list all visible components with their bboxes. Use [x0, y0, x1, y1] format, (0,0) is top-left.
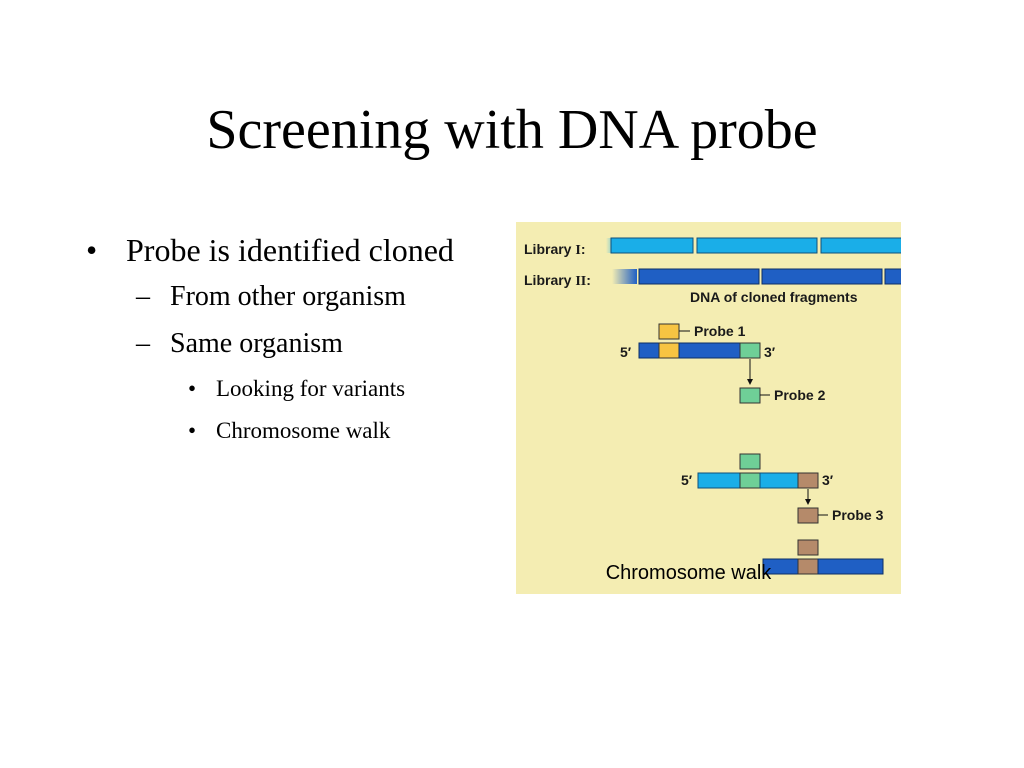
slide-title: Screening with DNA probe: [206, 99, 818, 161]
library-1-fragment: [820, 237, 901, 254]
library-2-fragment: [884, 268, 901, 285]
clone-a-probe-2-site: [739, 342, 761, 359]
bullet-list: • Probe is identified cloned – From othe…: [80, 232, 500, 458]
three-prime-label: 3′: [764, 344, 776, 360]
clone-b-probe-2-site: [739, 472, 761, 489]
probe-3-label: Probe 3: [832, 507, 884, 523]
sub-sub-bullet-item: • Looking for variants: [80, 375, 500, 403]
probe-3-box: [797, 507, 819, 524]
sub-bullet-item: – From other organism: [80, 280, 500, 314]
five-prime-label: 5′: [620, 344, 632, 360]
sub-sub-bullet-text: Chromosome walk: [216, 417, 391, 443]
clone-a-segment: [638, 342, 660, 359]
sub-sub-bullet-text: Looking for variants: [216, 375, 406, 401]
library-1-fragment: [696, 237, 818, 254]
fragments-label: DNA of cloned fragments: [690, 289, 858, 305]
probe-2-hybridizing-box: [739, 453, 761, 470]
clone-b-segment: [759, 472, 799, 489]
bullet-marker: •: [86, 232, 98, 268]
probe-1-label: Probe 1: [694, 323, 746, 339]
library-1-fragment: [610, 237, 694, 254]
probe-3-hybridizing-box: [797, 539, 819, 556]
bullet-item: • Probe is identified cloned: [80, 232, 500, 270]
clone-a-probe-1-site: [658, 342, 680, 359]
probe-2-box: [739, 387, 761, 404]
library-2-fragment: [638, 268, 760, 285]
probe-1-box: [658, 323, 680, 340]
dash-marker: –: [136, 328, 150, 360]
bullet-text: Probe is identified cloned: [126, 232, 454, 268]
dash-marker: –: [136, 280, 150, 312]
five-prime-label: 5′: [681, 472, 693, 488]
sub-sub-bullet-item: • Chromosome walk: [80, 417, 500, 445]
clone-a-segment: [678, 342, 741, 359]
library-2-label: Library II:: [524, 272, 591, 289]
bullet-marker: •: [188, 417, 197, 443]
figure-caption: Chromosome walk: [605, 562, 772, 584]
bullet-marker: •: [188, 375, 197, 401]
clone-c-segment: [817, 558, 884, 575]
library-1-label: Library I:: [524, 241, 585, 258]
chromosome-walk-diagram: Library I: Library II: DNA of cloned fra…: [524, 237, 901, 575]
clone-b-probe-3-site: [797, 472, 819, 489]
sub-bullet-text: From other organism: [170, 280, 406, 312]
library-2-fragment: [761, 268, 883, 285]
sub-bullet-item: – Same organism: [80, 327, 500, 361]
probe-2-label: Probe 2: [774, 387, 826, 403]
sub-bullet-text: Same organism: [170, 328, 343, 360]
library-2-fade-segment: [612, 269, 637, 284]
chromosome-walk-figure: Library I: Library II: DNA of cloned fra…: [516, 222, 901, 594]
three-prime-label: 3′: [822, 472, 834, 488]
clone-b-segment: [697, 472, 741, 489]
